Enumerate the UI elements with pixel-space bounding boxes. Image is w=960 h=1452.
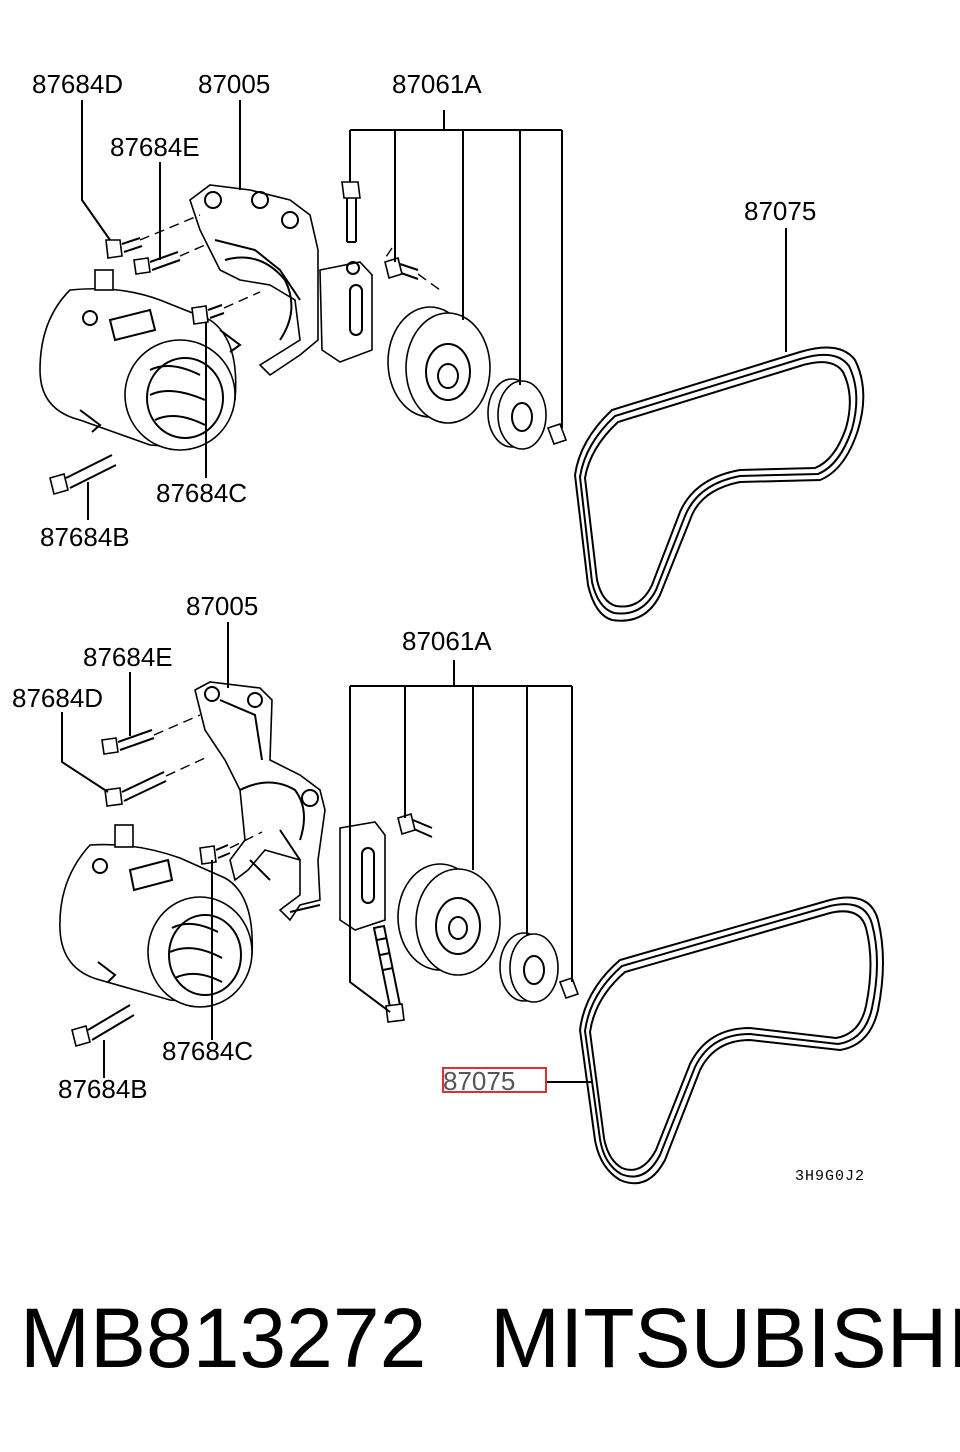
top-label-87684d: 87684D <box>32 69 123 99</box>
bottom-leaders <box>61 622 592 1083</box>
bottom-label-87061a: 87061A <box>402 626 492 656</box>
top-compressor <box>39 269 237 451</box>
top-label-87075: 87075 <box>744 196 816 226</box>
footer: MB813272 MITSUBISHI <box>0 1290 960 1400</box>
top-bolts <box>49 181 441 495</box>
bottom-label-87684b: 87684B <box>58 1074 148 1104</box>
bottom-compressor <box>59 824 254 1008</box>
bottom-bolts <box>71 714 433 1047</box>
bottom-label-87075[interactable]: 87075 <box>443 1066 515 1096</box>
top-belt <box>573 346 865 622</box>
highlight-box <box>442 1067 547 1093</box>
bottom-bracket <box>194 681 386 931</box>
bottom-label-87684d: 87684D <box>12 683 103 713</box>
top-label-87684e: 87684E <box>110 132 200 162</box>
part-number: MB813272 <box>20 1291 427 1385</box>
top-bracket <box>189 184 373 377</box>
parts-diagram: 87684D 87005 87684E 87061A 87075 87684C … <box>12 69 884 1185</box>
bottom-assembly: 87005 87684E 87684D 87061A 87684C 87684B… <box>12 591 884 1185</box>
top-leaders <box>81 100 787 520</box>
bottom-belt[interactable] <box>578 896 884 1185</box>
drawing-code: 3H9G0J2 <box>795 1168 865 1185</box>
bottom-label-87684e: 87684E <box>83 642 173 672</box>
brand-name: MITSUBISHI <box>490 1291 960 1385</box>
top-pulleys <box>387 306 568 450</box>
top-label-87061a: 87061A <box>392 69 482 99</box>
top-label-87005: 87005 <box>198 69 270 99</box>
bottom-label-87684c: 87684C <box>162 1036 253 1066</box>
top-label-87684b: 87684B <box>40 522 130 552</box>
top-label-87684c: 87684C <box>156 478 247 508</box>
bottom-label-87005: 87005 <box>186 591 258 621</box>
highlighted-part-87075[interactable]: 87075 <box>442 1066 547 1096</box>
top-assembly: 87684D 87005 87684E 87061A 87075 87684C … <box>32 69 865 622</box>
bottom-pulleys <box>397 863 580 1003</box>
